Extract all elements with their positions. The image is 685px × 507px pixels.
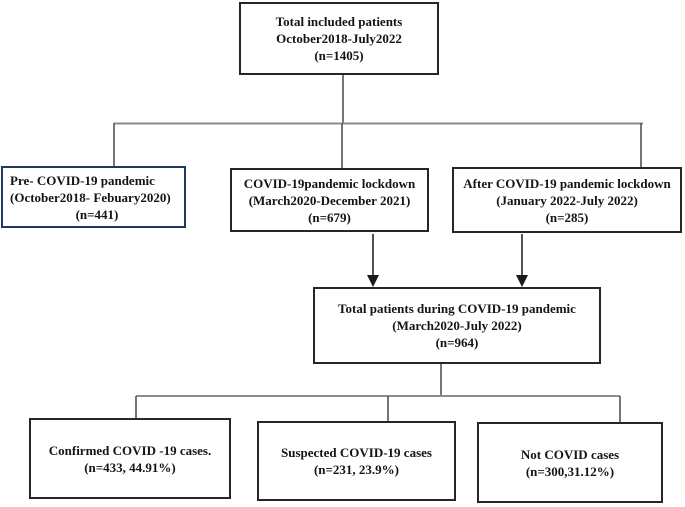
- node-count: (n=1405): [314, 48, 364, 63]
- node-after-covid-lockdown: After COVID-19 pandemic lockdown (Januar…: [452, 167, 682, 233]
- node-title: Total patients during COVID-19 pandemic: [338, 301, 576, 316]
- node-count: (n=679): [308, 209, 351, 225]
- node-confirmed-covid-cases: Confirmed COVID -19 cases. (n=433, 44.91…: [29, 418, 231, 499]
- node-count: (n=231, 23.9%): [313, 462, 400, 477]
- arrowhead-after-to-total: [516, 275, 528, 287]
- node-date-range: October2018-July2022: [276, 31, 402, 46]
- node-count: (n=441): [75, 206, 119, 222]
- node-title: Total included patients: [275, 14, 403, 29]
- node-title: COVID-19pandemic lockdown: [243, 175, 416, 191]
- node-title: After COVID-19 pandemic lockdown: [463, 175, 671, 191]
- node-title: Confirmed COVID -19 cases.: [48, 442, 212, 458]
- node-date-range: (January 2022-July 2022): [496, 192, 638, 208]
- node-count: (n=964): [435, 335, 479, 350]
- node-title: Not COVID cases: [520, 446, 620, 462]
- node-title: Suspected COVID-19 cases: [281, 445, 432, 460]
- node-count: (n=433, 44.91%): [84, 459, 176, 475]
- node-not-covid-cases: Not COVID cases (n=300,31.12%): [477, 422, 663, 503]
- node-total-included-patients: Total included patients October2018-July…: [239, 2, 439, 75]
- node-total-patients-during-pandemic: Total patients during COVID-19 pandemic …: [313, 287, 601, 364]
- node-count: (n=285): [545, 209, 589, 225]
- node-date-range: (March2020-December 2021): [248, 192, 411, 208]
- node-date-range: (October2018- Febuary2020): [10, 189, 171, 205]
- node-date-range: (March2020-July 2022): [392, 318, 522, 333]
- node-count: (n=300,31.12%): [525, 463, 615, 479]
- node-suspected-covid-cases: Suspected COVID-19 cases (n=231, 23.9%): [257, 421, 456, 501]
- arrowhead-lockdown-to-total: [367, 275, 379, 287]
- node-title: Pre- COVID-19 pandemic: [10, 172, 155, 188]
- node-covid-pandemic-lockdown: COVID-19pandemic lockdown (March2020-Dec…: [230, 168, 429, 232]
- node-pre-covid-pandemic: Pre- COVID-19 pandemic (October2018- Feb…: [1, 166, 186, 228]
